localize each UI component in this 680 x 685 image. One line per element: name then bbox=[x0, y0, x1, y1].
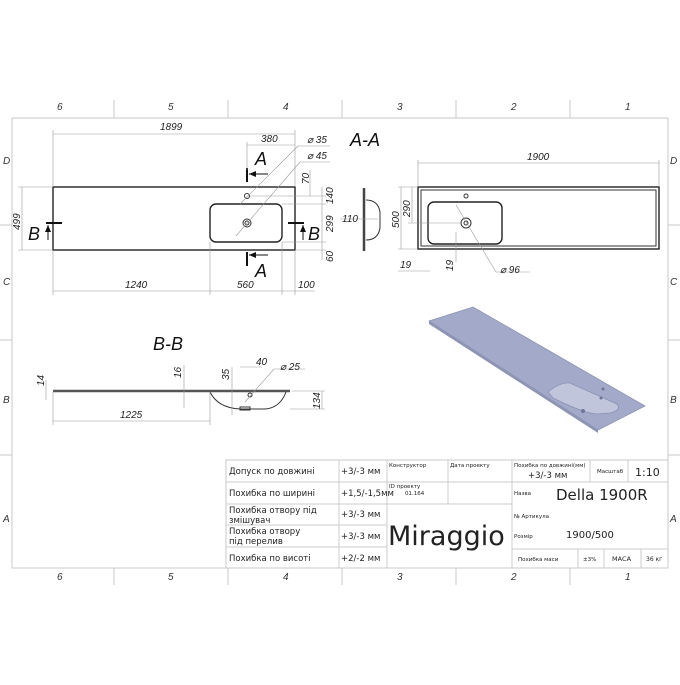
section-bb-title: B-B bbox=[153, 334, 183, 354]
row-label: A bbox=[2, 514, 10, 525]
dim-height: 134 bbox=[312, 392, 323, 409]
tolerance-value: +2/-2 мм bbox=[341, 554, 380, 564]
product-name: Della 1900R bbox=[556, 486, 648, 504]
dim-35: 35 bbox=[221, 368, 232, 380]
dim-edge-y: 19 bbox=[445, 259, 456, 271]
size-value: 1900/500 bbox=[566, 530, 614, 541]
col-label: 1 bbox=[625, 102, 631, 113]
isometric-render bbox=[428, 306, 646, 433]
dim-299: 299 bbox=[325, 215, 336, 233]
dim-bowl-length: 560 bbox=[237, 280, 254, 291]
size-label: Розмір bbox=[514, 534, 533, 540]
section-aa-view: A-A 110 ⌀ 96 1900 500 290 19 19 bbox=[340, 130, 660, 276]
section-a-marker-top: A bbox=[254, 149, 267, 169]
row-label: C bbox=[670, 277, 678, 288]
col-label: 4 bbox=[283, 572, 289, 583]
drain-hole-icon bbox=[242, 218, 252, 228]
tolerance-value: +3/-3 мм bbox=[341, 532, 380, 542]
outlet-icon bbox=[460, 217, 472, 229]
mass-label: МАСА bbox=[612, 555, 632, 563]
dim-overflow: ⌀ 25 bbox=[280, 362, 300, 373]
scale-label: Масштаб bbox=[597, 469, 624, 475]
tolerance-label-cont: змішувач bbox=[229, 516, 270, 526]
tolerance-value: +3/-3 мм bbox=[341, 467, 380, 477]
row-label: B bbox=[3, 395, 10, 406]
project-id-label: ID проекту bbox=[389, 484, 421, 490]
scale-value: 1:10 bbox=[635, 466, 660, 479]
dim-140: 140 bbox=[325, 187, 336, 204]
col-label: 5 bbox=[168, 572, 174, 583]
name-label: Назва bbox=[514, 491, 531, 497]
tolerance-label: Похибка по висоті bbox=[229, 554, 311, 564]
overflow-hole-icon bbox=[247, 392, 253, 398]
mass-value: 36 кг bbox=[646, 556, 662, 563]
tolerance-label: Допуск по довжині bbox=[229, 467, 315, 477]
article-label: № Артикула bbox=[514, 514, 549, 520]
dim-length: 1900 bbox=[527, 152, 550, 163]
tolerance-value: +3/-3 мм bbox=[341, 510, 380, 520]
brand-logo: Miraggio bbox=[388, 521, 505, 552]
project-id: 01.164 bbox=[405, 491, 425, 497]
length-tolerance: +3/-3 мм bbox=[528, 471, 567, 481]
col-label: 6 bbox=[57, 572, 63, 583]
drawing-frame bbox=[0, 100, 680, 585]
dim-outlet: ⌀ 96 bbox=[500, 265, 520, 276]
col-label: 2 bbox=[510, 572, 517, 583]
col-label: 4 bbox=[283, 102, 289, 113]
col-label: 2 bbox=[510, 102, 517, 113]
dim-depth: 499 bbox=[12, 213, 23, 230]
col-label: 6 bbox=[57, 102, 63, 113]
section-b-marker-right: B bbox=[308, 224, 320, 244]
top-view: A A B B 1899 380 ⌀ 35 ⌀ 45 70 140 299 60 bbox=[12, 122, 336, 295]
dim-60: 60 bbox=[325, 250, 336, 262]
dim-40: 40 bbox=[256, 357, 268, 368]
tolerance-label: Похибка по ширині bbox=[229, 489, 315, 499]
dim-edge-x: 19 bbox=[400, 260, 412, 271]
dim-drain-hole: ⌀ 45 bbox=[307, 151, 327, 162]
tolerance-label-cont: під перелив bbox=[229, 537, 283, 547]
section-b-marker-left: B bbox=[28, 224, 40, 244]
dim-slab: 16 bbox=[173, 366, 184, 378]
dim-tap-hole: ⌀ 35 bbox=[307, 135, 327, 146]
dim-overall-length: 1899 bbox=[160, 122, 183, 133]
title-block: Допуск по довжині +3/-3 мм Похибка по ши… bbox=[225, 459, 669, 569]
row-label: C bbox=[3, 277, 11, 288]
dim-tap-offset: 380 bbox=[261, 134, 278, 145]
length-tolerance-label: Похибка по довжині(мм) bbox=[514, 463, 586, 469]
dim-right-offset: 100 bbox=[298, 280, 315, 291]
mass-tolerance-label: Похибка маси bbox=[518, 557, 559, 563]
row-label: A bbox=[669, 514, 677, 525]
dim-thickness: 14 bbox=[36, 374, 47, 386]
project-date-label: Дата проекту bbox=[450, 463, 490, 469]
col-label: 5 bbox=[168, 102, 174, 113]
dim-bowl-depth: 110 bbox=[342, 214, 358, 225]
tolerance-label: Похибка отвору під bbox=[229, 506, 317, 516]
section-aa-title: A-A bbox=[349, 130, 380, 150]
zone-labels: 6 5 4 3 2 1 6 5 4 3 2 1 D C B A D C B A bbox=[2, 102, 678, 583]
col-label: 1 bbox=[625, 572, 631, 583]
section-bb-view: B-B ⌀ 25 14 16 35 40 134 1225 bbox=[36, 334, 325, 425]
col-label: 3 bbox=[397, 102, 403, 113]
dim-left-offset: 1240 bbox=[125, 280, 148, 291]
row-label: D bbox=[670, 156, 677, 167]
tolerance-value: +1,5/-1,5мм bbox=[341, 489, 394, 499]
tolerance-label: Похибка отвору bbox=[229, 527, 300, 537]
constructor-label: Конструктор bbox=[389, 463, 427, 469]
col-label: 3 bbox=[397, 572, 403, 583]
row-label: D bbox=[3, 156, 10, 167]
section-a-marker-bottom: A bbox=[254, 261, 267, 281]
tap-hole-icon bbox=[244, 193, 250, 199]
dim-drain-position: 290 bbox=[402, 200, 413, 218]
dim-length: 1225 bbox=[120, 410, 143, 421]
dim-70: 70 bbox=[301, 172, 312, 184]
tap-hole-icon bbox=[463, 193, 469, 199]
mass-tolerance: ±3% bbox=[583, 557, 596, 563]
row-label: B bbox=[670, 395, 677, 406]
dim-depth: 500 bbox=[391, 211, 402, 228]
